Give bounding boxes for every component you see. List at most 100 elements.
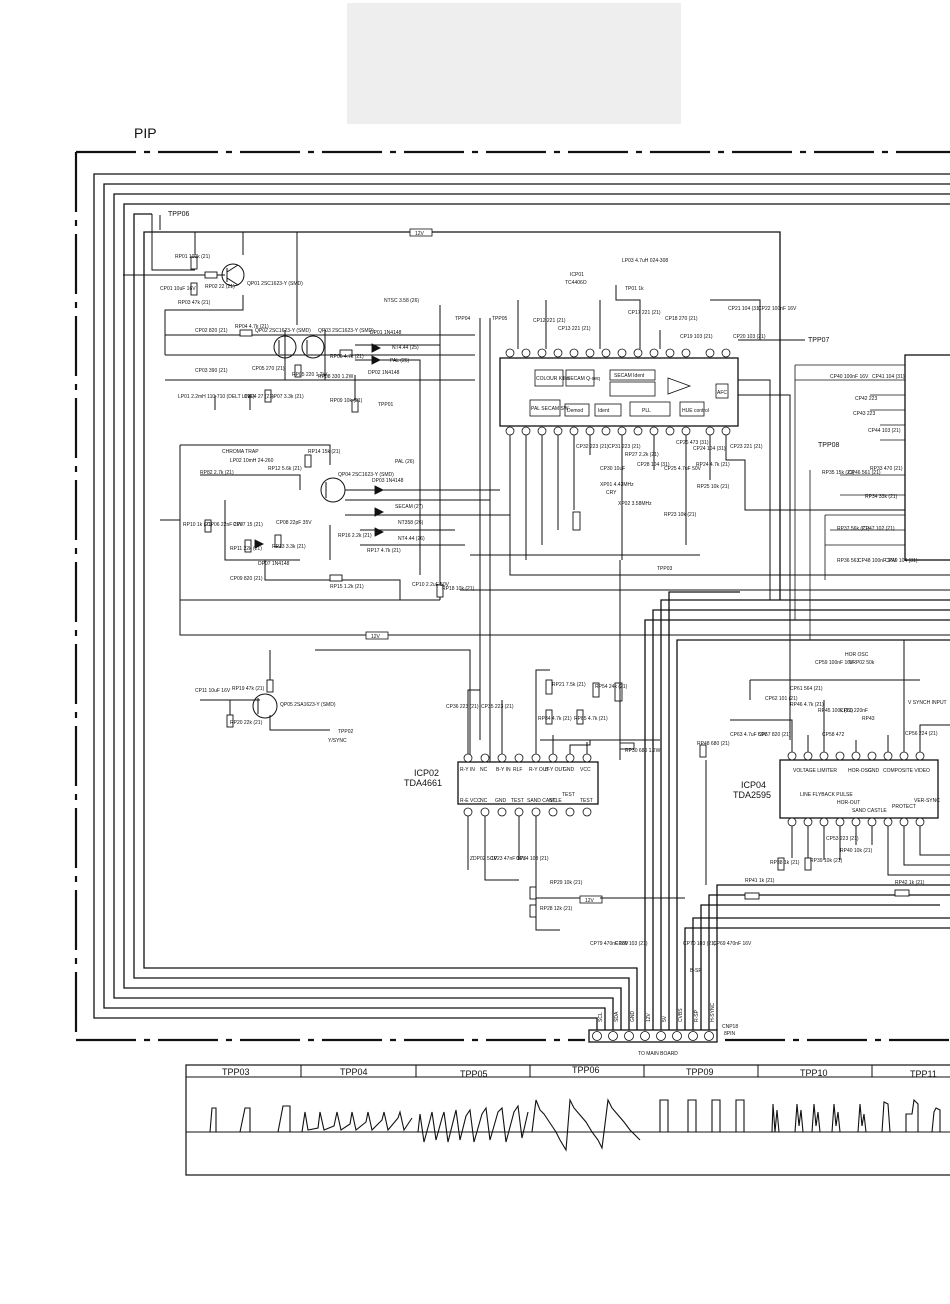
icp01-area-labels: TPP04 TPP05 LP03 4.7uH 024-308 TP01 1k C… xyxy=(455,258,830,572)
icp04-wiring xyxy=(705,640,950,885)
icp04-sand-castle: SAND CASTLE xyxy=(852,808,887,814)
cp24-label: CP24 104 (31) xyxy=(693,446,726,452)
icp01-block-pll: PLL xyxy=(642,408,651,414)
rp10-label: RP10 1k (21) xyxy=(183,522,213,528)
connector-caption: TO MAIN BOARD xyxy=(638,1051,678,1057)
icp01-block-ident: Ident xyxy=(598,408,610,414)
cp30-label: CP30 10uF xyxy=(600,466,625,472)
component-labels-left: TPP06 RP01 100k (21) CP01 10uF 16V RP02 … xyxy=(160,211,475,744)
dp02-label: DP02 1N4148 xyxy=(368,370,400,376)
icp01-block-demod: Demod xyxy=(567,408,583,414)
cp20-label: CP20 103 (21) xyxy=(733,334,766,340)
cp09-label: CP09 820 (21) xyxy=(230,576,263,582)
rp30-label: RP30 680 1.2W xyxy=(625,748,661,754)
connector-pin-6: CVBS xyxy=(678,1008,684,1022)
transistor-qp02 xyxy=(273,335,297,359)
rp21-label: RP21 7.5k (21) xyxy=(552,682,586,688)
rail-12v-bot: 12V xyxy=(585,898,595,904)
dp01-label: DP01 1N4148 xyxy=(370,330,402,336)
rp02-label: RP02 22 (21) xyxy=(205,284,235,290)
scan-overlay-block xyxy=(347,3,681,124)
tpp03-label: TPP03 xyxy=(657,566,673,572)
icp01-block-secam-q: SECAM Q-seq xyxy=(567,376,600,382)
dp03-label: DP03 1N4148 xyxy=(372,478,404,484)
vsync-label: Y/SYNC xyxy=(328,738,347,744)
icp04-line-flyback: LINE FLYBACK PULSE xyxy=(800,792,853,798)
transistor-qp03 xyxy=(301,335,325,359)
cp49-label: CP49 104 (31) xyxy=(885,558,918,564)
rp20-label: RP20 22k (21) xyxy=(230,720,263,726)
rp41-label: RP41 1k (21) xyxy=(745,878,775,884)
right-ic-partial: TPP08 CP40 100nF 16V CP41 104 (31) CP42 … xyxy=(794,354,950,640)
wf-header-1: TPP03 xyxy=(222,1067,250,1077)
cp60-label: CP60 220nF xyxy=(840,708,868,714)
rp16-label: RP16 2.2k (21) xyxy=(338,533,372,539)
connector-pins: 8PIN xyxy=(724,1031,736,1037)
icp02-pin-top-3: B-Y IN xyxy=(496,767,511,773)
waveform-table: TPP03 TPP04 TPP05 TPP06 TPP09 TPP10 TPP1… xyxy=(185,1064,950,1176)
pal26-label-top: PAL (26) xyxy=(390,358,410,364)
icp02-pin-bot-5: SAND CASTLE xyxy=(527,798,562,804)
connector-pin-7: H-SYNC xyxy=(710,1002,716,1022)
tpp05-label: TPP05 xyxy=(492,316,508,322)
cp41-label: CP41 104 (31) xyxy=(872,374,905,380)
rp42-label: RP42 1k (21) xyxy=(895,880,925,886)
rp05-label: RP05 220 1.2W xyxy=(292,372,328,378)
rp14-label: RP14 15k (21) xyxy=(308,449,341,455)
icp04-hor-out: HOR-OUT xyxy=(837,800,860,806)
secam27-label: SECAM (27) xyxy=(395,504,423,510)
rp35-label: RP35 15k (21) xyxy=(822,470,855,476)
transistor-qp05 xyxy=(252,693,278,719)
cp40-label: CP40 100nF 16V xyxy=(830,374,869,380)
cp56-label: CP56 224 (21) xyxy=(905,731,938,737)
wf-header-2: TPP04 xyxy=(340,1067,368,1077)
icp01-block-hue: HUE control xyxy=(682,408,709,414)
icp04-voltage-limiter: VOLTAGE LIMITER xyxy=(793,768,837,774)
dp07-label: DP07 1N4148 xyxy=(258,561,290,567)
tpp08-label: TPP08 xyxy=(818,442,840,449)
nt358b-label: NT358 (26) xyxy=(398,520,424,526)
rp18-label: RP18 10k (21) xyxy=(442,586,475,592)
rail-12v-mid: 12V xyxy=(371,634,381,640)
cp23b-label: CP23 47nF 16V xyxy=(490,856,526,862)
cp17-label: CP17 221 (21) xyxy=(628,310,661,316)
icp01-part: TC4406O xyxy=(565,280,587,286)
transistor-qp04 xyxy=(320,477,346,503)
cp18-label: CP18 270 (21) xyxy=(665,316,698,322)
icp02-pin-top-2: NC xyxy=(480,767,488,773)
cp10-label: CP10 2.2uF 50V xyxy=(412,582,450,588)
cp43-label: CP43 223 xyxy=(853,411,875,417)
ic-icp02: ICP02 TDA4661 R-Y IN NC B-Y IN RLF R-Y O… xyxy=(404,753,599,817)
icp02-pin-bot-2: NC xyxy=(480,798,488,804)
rp17-label: RP17 4.7k (21) xyxy=(367,548,401,554)
cp79-label: CP79 470nF 16V xyxy=(590,941,629,947)
rp48-label: RP48 680 (21) xyxy=(697,741,730,747)
rail-markers: 12V 12V 12V xyxy=(365,228,603,904)
wf-header-5: TPP09 xyxy=(686,1067,714,1077)
icp02-pin-top-8: VCC xyxy=(580,767,591,773)
rp28-label: RP28 12k (21) xyxy=(540,906,573,912)
qp03-label: QP03 2SC1623-Y (SMD) xyxy=(318,328,374,334)
icp04-composite: COMPOSITE VIDEO xyxy=(883,768,930,774)
xp01-label: XP01 4.43MHz xyxy=(600,482,634,488)
icp01-ref: ICP01 xyxy=(570,272,584,278)
connector-pin-5: 5V xyxy=(662,1015,668,1022)
rp25-label: RP25 10k (21) xyxy=(697,484,730,490)
cp57-label: CP57 820 (21) xyxy=(758,732,791,738)
icp04-ver-sync: VER-SYNC xyxy=(914,798,940,804)
qp02-label: QP02 2SC1623-Y (SMD) xyxy=(255,328,311,334)
rp19-label: RP19 47k (21) xyxy=(232,686,265,692)
rp04-label: RP04 4.7k (21) xyxy=(235,324,269,330)
cp04-label: CP04 27 (21) xyxy=(244,394,274,400)
cp05-label: CP05 270 (21) xyxy=(252,366,285,372)
cp34-label: CP34 103 (21) xyxy=(516,856,549,862)
cp06-label: CP06 22nF 25V xyxy=(207,522,243,528)
wf-header-3: TPP05 xyxy=(460,1069,488,1079)
rp13-label: RP13 3.3k (21) xyxy=(272,544,306,550)
cp42-label: CP42 223 xyxy=(855,396,877,402)
tpp07-label: TPP07 xyxy=(808,337,830,344)
connector-pin-8: R-SP xyxy=(694,1009,700,1022)
cp08-label: CP08 22pF 35V xyxy=(276,520,312,526)
rp33-label: RP33 470 (21) xyxy=(870,466,903,472)
icp02-pin-bot-6: NC xyxy=(549,798,557,804)
